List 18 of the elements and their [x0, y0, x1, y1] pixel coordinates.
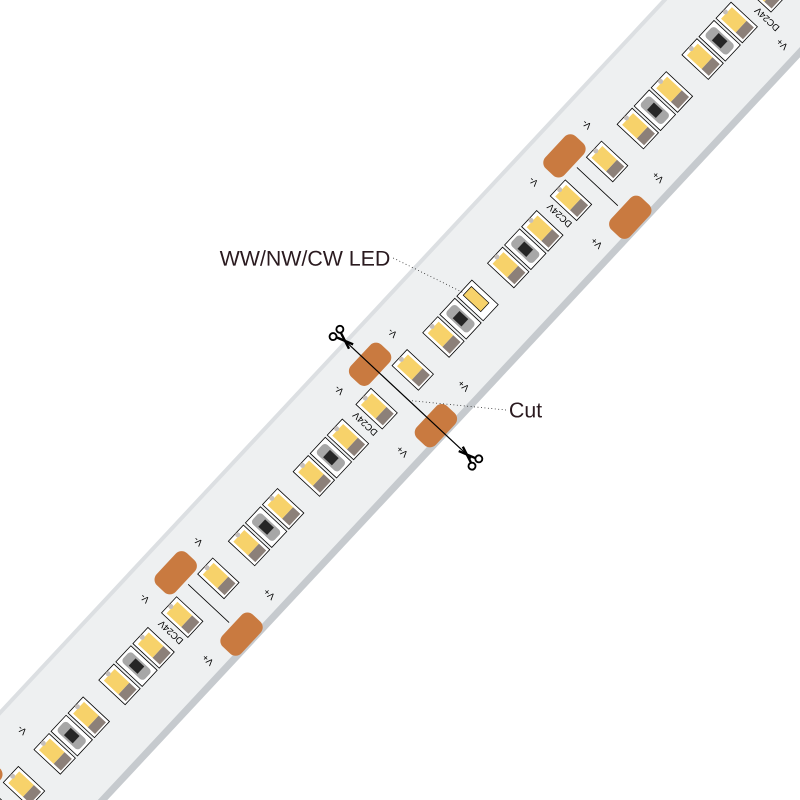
strip-marking: V+	[459, 382, 468, 392]
strip-marking: V+	[204, 656, 212, 666]
strip-marking: V+	[398, 448, 407, 458]
strip-marking: V+	[654, 173, 662, 184]
led-chip	[462, 286, 490, 312]
strip-marking: V+	[265, 590, 274, 601]
cut-line	[346, 342, 472, 459]
strip-marking: V-	[141, 595, 148, 604]
strip-marking: V-	[18, 726, 26, 736]
callout-label: WW/NW/CW LED	[220, 250, 390, 266]
leader-line	[410, 400, 506, 410]
strip-marking: V+	[592, 239, 602, 250]
strip-marking: V+	[778, 40, 787, 51]
strip-marking: V-	[194, 538, 202, 547]
leader-line	[392, 258, 465, 294]
strip-marking: V-	[530, 178, 537, 188]
callout-label: Cut	[510, 402, 542, 418]
strip-marking: V-	[583, 121, 590, 130]
